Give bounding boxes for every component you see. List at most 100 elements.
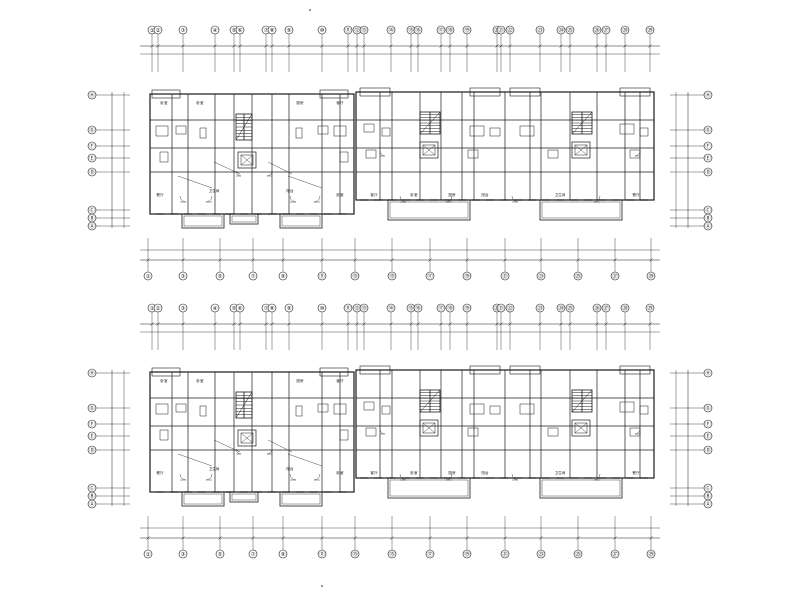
grid-bubble-right: Ⓖ (703, 403, 713, 413)
fixture (317, 125, 329, 135)
fixture (381, 127, 391, 137)
dim-tick (648, 44, 652, 48)
bay-window (319, 367, 349, 377)
room-label: 阳台 (286, 188, 294, 193)
grid-bubble-top: ⑲ (462, 303, 472, 313)
dim-tick (508, 322, 512, 326)
svg-text:Ⓓ: Ⓓ (89, 446, 95, 454)
grid-bubble-bottom: ㉗ (610, 549, 620, 559)
svg-text:Ⓒ: Ⓒ (89, 206, 95, 214)
balcony-inner (183, 493, 223, 505)
grid-bubble-top: ㉒ (505, 25, 515, 35)
svg-text:⑦: ⑦ (264, 27, 269, 34)
grid-bubble-left: Ⓓ (87, 445, 97, 455)
dim-tick (270, 44, 274, 48)
svg-text:㉔: ㉔ (558, 304, 564, 312)
svg-text:Ⓑ: Ⓑ (89, 492, 95, 500)
grid-bubble-top: ⑰ (436, 25, 446, 35)
grid-bubble-right: Ⓗ (703, 90, 713, 100)
grid-bubble-top: ㉙ (645, 25, 655, 35)
dim-tick (448, 44, 452, 48)
dim-tick (495, 44, 499, 48)
grid-bubble-top: ⑬ (359, 25, 369, 35)
elevator-shaft (419, 141, 439, 159)
svg-text:⑫: ⑫ (354, 26, 360, 34)
fixture (629, 149, 641, 159)
svg-text:⑰: ⑰ (427, 272, 433, 280)
room-label: 卧室 (196, 100, 204, 105)
svg-text:㉗: ㉗ (612, 550, 618, 558)
grid-bubble-top: ㉑ (496, 303, 506, 313)
svg-text:⑥: ⑥ (238, 306, 243, 312)
grid-bubble-left: Ⓒ (87, 483, 97, 493)
fixture (295, 405, 303, 417)
grid-bubble-left: Ⓖ (87, 403, 97, 413)
dim-tick (264, 44, 268, 48)
svg-text:⑱: ⑱ (447, 26, 453, 34)
door-swing (205, 195, 213, 203)
svg-text:⑦: ⑦ (264, 305, 269, 312)
svg-text:Ⓐ: Ⓐ (705, 222, 711, 230)
dim-tick (362, 44, 366, 48)
svg-text:⑲: ⑲ (464, 272, 470, 280)
fixture (489, 127, 501, 137)
dim-tick (251, 536, 255, 540)
fixture (175, 125, 187, 135)
fixture (469, 125, 485, 137)
bay-window (469, 365, 501, 375)
balcony (539, 477, 623, 499)
svg-text:③: ③ (181, 28, 186, 34)
dim-tick (251, 258, 255, 262)
svg-text:Ⓑ: Ⓑ (89, 214, 95, 222)
grid-bubble-left: Ⓐ (87, 499, 97, 509)
dim-tick (465, 536, 469, 540)
svg-text:㉕: ㉕ (567, 26, 573, 34)
svg-text:⑤: ⑤ (218, 274, 223, 280)
room-label: 卧室 (410, 192, 418, 197)
grid-bubble-top: ⑰ (436, 303, 446, 313)
dim-tick (559, 322, 563, 326)
fixture (199, 405, 207, 417)
room-label: 卧室 (160, 100, 168, 105)
door-swing (445, 473, 453, 481)
grid-bubble-bottom: ㉙ (646, 549, 656, 559)
leader-line (287, 453, 323, 467)
grid-bubble-bottom: ㉗ (610, 271, 620, 281)
grid-bubble-bottom: ㉕ (573, 271, 583, 281)
balcony-inner (281, 493, 321, 505)
svg-text:①: ① (146, 552, 151, 558)
stair-well (419, 111, 441, 135)
dim-tick (503, 536, 507, 540)
dim-tick (568, 44, 572, 48)
dim-tick (156, 44, 160, 48)
svg-text:③: ③ (181, 306, 186, 312)
grid-bubble-top: ⑨ (284, 25, 294, 35)
room-label: 厨房 (296, 100, 304, 105)
floor-plan-upper: ①②③④⑤⑥⑦⑧⑨⑩⑪⑫⑬⑭⑮⑯⑰⑱⑲⑳㉑㉒㉓㉔㉕㉖㉗㉘㉙①③⑤⑦⑨⑪⑬⑮⑰⑲㉑… (87, 25, 713, 281)
dim-tick (320, 258, 324, 262)
door-swing (313, 473, 321, 481)
svg-text:Ⓗ: Ⓗ (705, 369, 711, 377)
dim-tick (181, 44, 185, 48)
svg-text:⑪: ⑪ (319, 550, 325, 558)
dim-tick (287, 44, 291, 48)
svg-text:④: ④ (213, 306, 218, 312)
stair-well (571, 111, 593, 135)
elevator-shaft (419, 419, 439, 437)
dim-tick (181, 322, 185, 326)
dim-tick (576, 258, 580, 262)
svg-text:⑨: ⑨ (281, 273, 286, 280)
grid-bubble-right: Ⓔ (703, 153, 713, 163)
elevator-shaft (237, 151, 257, 169)
svg-text:Ⓒ: Ⓒ (705, 484, 711, 492)
grid-bubble-right: Ⓗ (703, 368, 713, 378)
room-label: 阳台 (481, 192, 489, 197)
svg-text:④: ④ (213, 28, 218, 34)
dim-tick (390, 536, 394, 540)
grid-bubble-top: ㉕ (565, 303, 575, 313)
svg-text:Ⓔ: Ⓔ (705, 154, 711, 162)
dim-tick (465, 44, 469, 48)
dim-tick (568, 322, 572, 326)
balcony (387, 199, 471, 221)
